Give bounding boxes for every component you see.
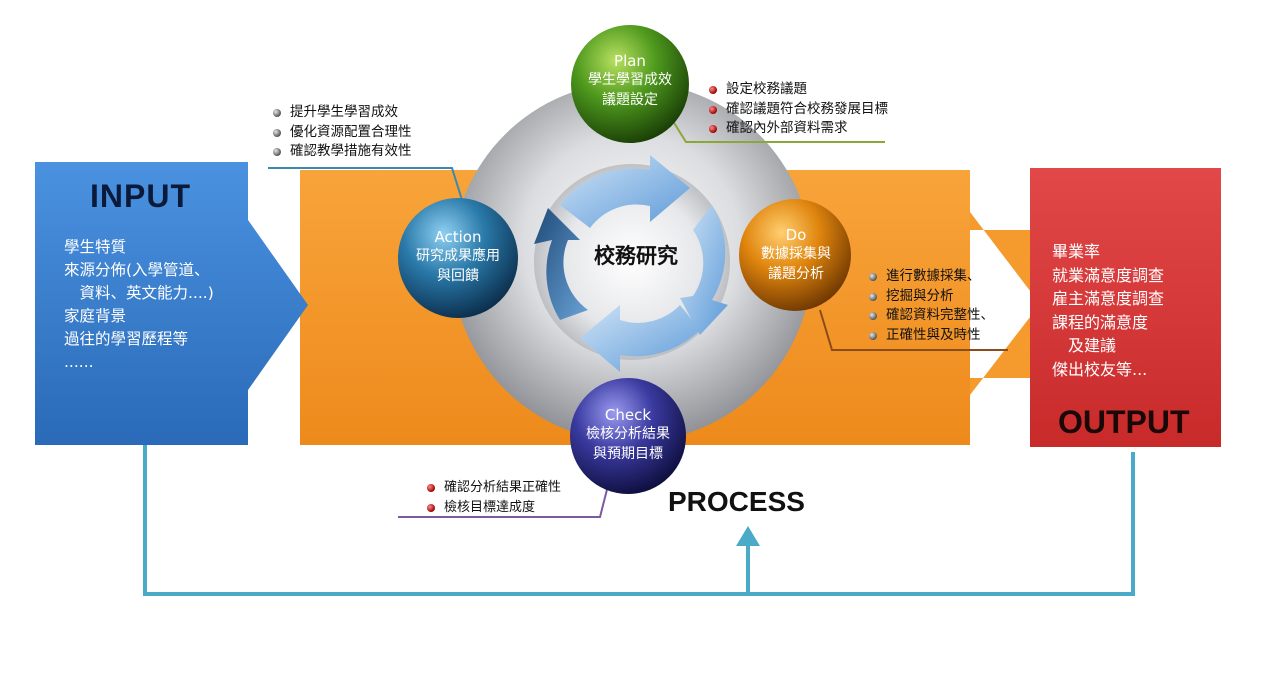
process-title: PROCESS — [668, 486, 805, 517]
input-title: INPUT — [90, 178, 191, 214]
list-item: 確認內外部資料需求 — [706, 119, 888, 139]
bullet-icon — [869, 273, 877, 281]
process-output-arrow — [970, 212, 1040, 395]
bullet-icon — [273, 148, 281, 156]
output-list: 畢業率 就業滿意度調查 雇主滿意度調查 課程的滿意度 及建議 傑出校友等... — [1052, 240, 1164, 381]
bullet-icon — [709, 86, 717, 94]
feedback-arrowhead-process — [736, 526, 760, 546]
output-item: 就業滿意度調查 — [1052, 265, 1165, 285]
input-item: 過往的學習歷程等 — [64, 330, 189, 348]
check-label: Check 檢核分析結果 與預期目標 — [569, 406, 687, 464]
action-bullets: 提升學生學習成效 優化資源配置合理性 確認教學措施有效性 — [270, 103, 412, 162]
output-item: 雇主滿意度調查 — [1052, 289, 1165, 308]
bullet-icon — [709, 105, 717, 114]
plan-ball — [571, 25, 689, 143]
plan-line2: 議題設定 — [602, 92, 658, 108]
check-ball — [570, 378, 686, 494]
plan-label: Plan 學生學習成效 議題設定 — [571, 52, 689, 110]
bullet-icon — [273, 109, 281, 117]
output-title: OUTPUT — [1058, 404, 1190, 440]
do-line2: 議題分析 — [768, 266, 824, 282]
list-item: 確認議題符合校務發展目標 — [706, 100, 888, 120]
plan-title: Plan — [614, 52, 646, 70]
feedback-loop — [143, 412, 1135, 596]
input-item: ...... — [64, 353, 94, 371]
action-label: Action 研究成果應用 與回饋 — [398, 228, 518, 286]
bullet-icon — [427, 503, 435, 512]
input-box — [35, 162, 308, 445]
bullet-icon — [273, 128, 281, 137]
list-item: 檢核目標達成度 — [424, 498, 561, 518]
list-item: 確認教學措施有效性 — [270, 142, 412, 162]
input-item: 家庭背景 — [64, 307, 127, 325]
bullet-icon — [869, 312, 877, 320]
action-line2: 與回饋 — [437, 268, 479, 284]
output-item: 及建議 — [1052, 336, 1117, 355]
action-ball — [398, 198, 518, 318]
input-item: 資料、英文能力....) — [64, 284, 214, 302]
do-ball — [739, 199, 851, 311]
center-label: 校務研究 — [594, 244, 678, 268]
bullet-icon — [709, 125, 717, 133]
check-line1: 檢核分析結果 — [586, 426, 670, 442]
list-item: 正確性與及時性 — [866, 326, 994, 346]
output-item: 課程的滿意度 — [1052, 312, 1149, 332]
list-item: 設定校務議題 — [706, 80, 888, 100]
list-item: 確認分析結果正確性 — [424, 478, 561, 498]
action-line1: 研究成果應用 — [416, 248, 500, 264]
check-line2: 與預期目標 — [593, 446, 663, 462]
action-title: Action — [434, 228, 482, 246]
list-item: 挖掘與分析 — [866, 287, 994, 307]
list-item: 確認資料完整性、 — [866, 306, 994, 326]
do-label: Do 數據採集與 議題分析 — [740, 226, 852, 284]
do-title: Do — [785, 226, 807, 244]
input-item: 來源分佈(入學管道、 — [64, 261, 210, 279]
plan-line1: 學生學習成效 — [588, 72, 672, 88]
input-list: 學生特質 來源分佈(入學管道、 資料、英文能力....) 家庭背景 過往的學習歷… — [64, 236, 214, 374]
bullet-icon — [869, 331, 877, 340]
list-item: 優化資源配置合理性 — [270, 123, 412, 143]
input-item: 學生特質 — [64, 238, 127, 256]
do-bullets: 進行數據採集、 挖掘與分析 確認資料完整性、 正確性與及時性 — [866, 267, 994, 345]
output-item: 傑出校友等... — [1052, 359, 1148, 379]
list-item: 進行數據採集、 — [866, 267, 994, 287]
output-item: 畢業率 — [1052, 242, 1101, 261]
plan-bullets: 設定校務議題 確認議題符合校務發展目標 確認內外部資料需求 — [706, 80, 888, 139]
list-item: 提升學生學習成效 — [270, 103, 412, 123]
check-bullets: 確認分析結果正確性 檢核目標達成度 — [424, 478, 561, 517]
output-box — [1030, 168, 1221, 447]
cycle-arrows — [534, 155, 728, 372]
check-title: Check — [604, 406, 652, 424]
bullet-icon — [869, 292, 877, 301]
bullet-icon — [427, 484, 435, 492]
do-line1: 數據採集與 — [761, 246, 831, 262]
